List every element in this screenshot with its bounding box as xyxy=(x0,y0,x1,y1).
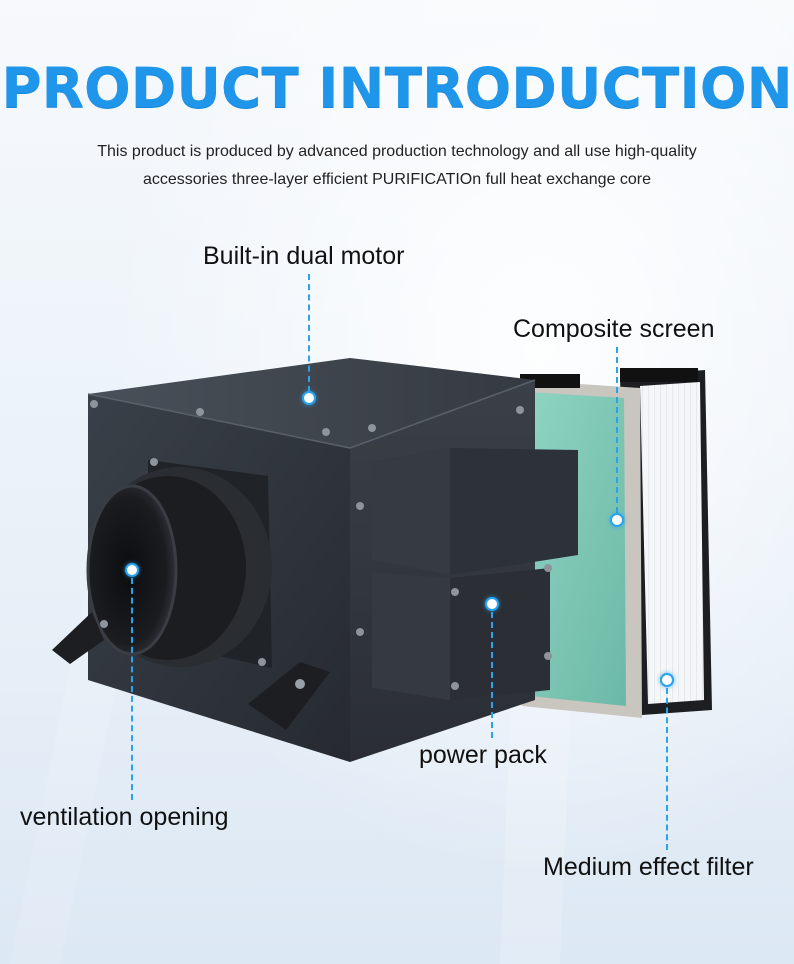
ventilation-duct xyxy=(86,460,272,668)
callout-dot-motor xyxy=(302,391,316,405)
page-title: PRODUCT INTRODUCTION xyxy=(1,56,793,120)
callout-line-vent xyxy=(131,578,133,800)
page-subtitle: This product is produced by advanced pro… xyxy=(40,138,754,194)
callout-dot-power xyxy=(485,597,499,611)
callout-line-filter xyxy=(666,688,668,850)
callout-dot-vent xyxy=(125,563,139,577)
callout-dot-screen xyxy=(610,513,624,527)
callout-dot-filter xyxy=(660,673,674,687)
callout-label-screen: Composite screen xyxy=(513,315,715,343)
callout-line-power xyxy=(491,612,493,738)
medium-effect-filter xyxy=(620,368,712,716)
subtitle-line-1: This product is produced by advanced pro… xyxy=(97,143,697,160)
callout-label-motor: Built-in dual motor xyxy=(203,242,405,270)
power-pack xyxy=(372,448,578,700)
callout-line-motor xyxy=(308,274,310,392)
screws xyxy=(90,400,552,690)
callout-label-power: power pack xyxy=(419,741,547,769)
mounting-brackets xyxy=(52,612,330,730)
callout-label-vent: ventilation opening xyxy=(20,803,229,831)
callout-line-screen xyxy=(616,347,618,513)
subtitle-line-2: accessories three-layer efficient PURIFI… xyxy=(142,171,652,188)
callout-label-filter: Medium effect filter xyxy=(543,853,754,881)
